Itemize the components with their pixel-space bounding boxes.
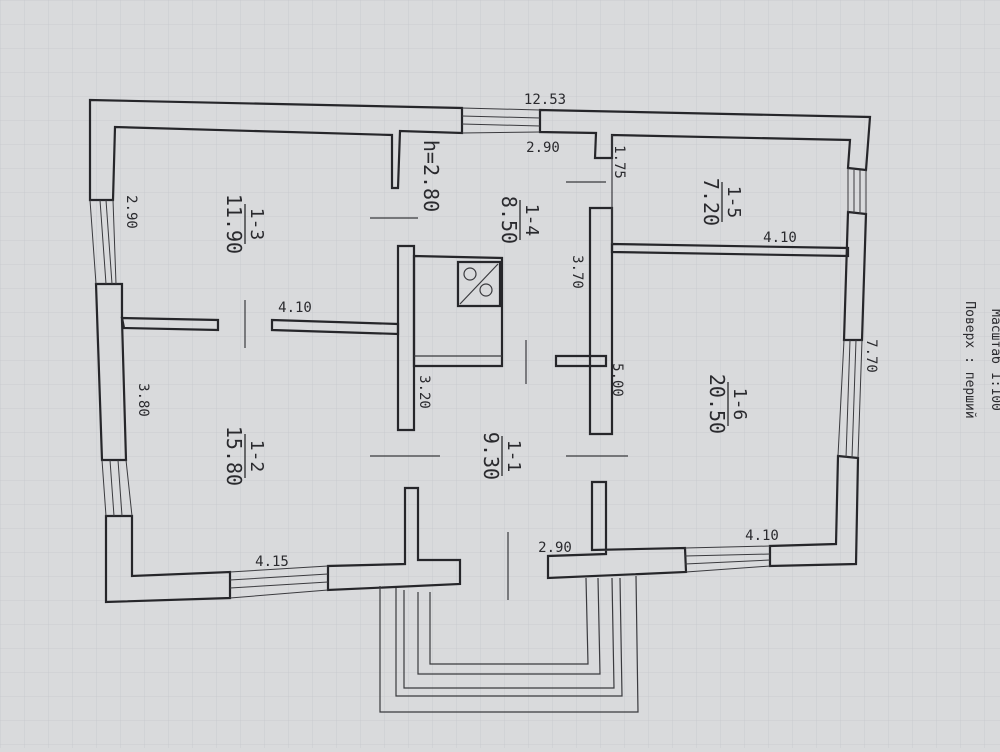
overall-width-label: 12.53 bbox=[524, 92, 566, 108]
dim-r16-left: 5.00 bbox=[609, 363, 625, 397]
dims-rotated: 2.90 3.80 3.20 1.75 3.70 5.00 7.70 bbox=[123, 145, 879, 417]
room-id: 1-1 bbox=[503, 440, 524, 473]
room-id: 1-3 bbox=[246, 208, 267, 241]
dim-r12-bottom: 4.15 bbox=[255, 554, 289, 570]
dim-r11-bottom: 2.90 bbox=[538, 540, 572, 556]
floor-label: Поверх : перший bbox=[962, 301, 977, 418]
dim-right-outer: 7.70 bbox=[863, 339, 879, 373]
dim-r12-left: 3.80 bbox=[135, 383, 151, 417]
interior-walls bbox=[120, 135, 850, 436]
entrance-porch bbox=[379, 575, 639, 713]
dim-r11-left: 3.20 bbox=[416, 375, 432, 409]
dim-r13-r12-wall: 4.10 bbox=[278, 300, 312, 316]
room-id: 1-2 bbox=[246, 440, 267, 473]
dim-r16-bottom: 4.10 bbox=[745, 528, 779, 544]
dim-r13-left: 2.90 bbox=[123, 195, 139, 229]
room-area: 15.80 bbox=[222, 426, 246, 486]
room-area: 11.90 bbox=[222, 194, 246, 254]
room-id: 1-4 bbox=[521, 204, 542, 237]
room-1-2: 1-2 15.80 bbox=[222, 426, 267, 486]
room-id: 1-5 bbox=[723, 186, 744, 219]
room-area: 8.50 bbox=[497, 196, 521, 244]
dim-r15-bottom: 4.10 bbox=[763, 230, 797, 246]
dim-r15-side: 1.75 bbox=[611, 145, 627, 179]
ceiling-height-group: h=2.80 bbox=[419, 140, 443, 212]
room-1-6: 1-6 20.50 bbox=[705, 374, 750, 434]
room-area: 7.20 bbox=[699, 178, 723, 226]
sheet-notes: Поверх : перший bbox=[962, 301, 977, 418]
dimension-ticks bbox=[244, 181, 628, 600]
dim-r14-right: 3.70 bbox=[569, 255, 585, 289]
room-1-4: 1-4 8.50 bbox=[497, 196, 542, 244]
scale-note: Масштаб 1:100 bbox=[988, 309, 1000, 411]
room-area: 9.30 bbox=[479, 432, 503, 480]
room-area: 20.50 bbox=[705, 374, 729, 434]
ceiling-height-label: h=2.80 bbox=[419, 140, 443, 212]
room-1-3: 1-3 11.90 bbox=[222, 194, 267, 254]
windows bbox=[89, 107, 867, 599]
dim-r14-top: 2.90 bbox=[526, 140, 560, 156]
scale-label: Масштаб 1:100 bbox=[988, 309, 1000, 411]
room-id: 1-6 bbox=[729, 388, 750, 421]
room-1-1: 1-1 9.30 bbox=[479, 432, 524, 480]
room-1-5: 1-5 7.20 bbox=[699, 178, 744, 226]
